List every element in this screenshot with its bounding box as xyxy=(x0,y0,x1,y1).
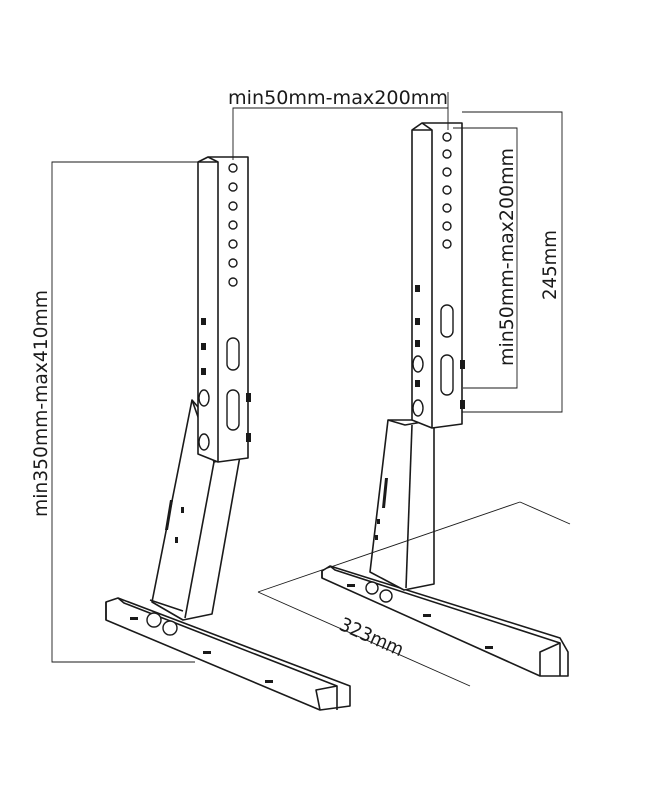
base-depth-label: 323mm xyxy=(336,613,407,661)
left-base-foot xyxy=(105,597,351,711)
bracket-hole-range-label: min50mm-max200mm xyxy=(496,148,518,366)
top-spacing-label: min50mm-max200mm xyxy=(228,87,448,109)
upright-slot xyxy=(440,354,454,396)
dimension-lines xyxy=(51,92,571,687)
column-slot xyxy=(165,500,173,530)
upright-slot xyxy=(440,304,454,338)
knob xyxy=(198,389,210,407)
bracket-height-label: 245mm xyxy=(539,230,561,300)
column-slot xyxy=(382,478,388,508)
right-upright-holes xyxy=(442,132,452,249)
base-hole xyxy=(379,589,393,603)
total-height-label: min350mm-max410mm xyxy=(30,290,52,517)
base-slot xyxy=(423,614,431,617)
base-hole xyxy=(146,612,162,628)
knob xyxy=(412,355,424,373)
left-upright-bracket xyxy=(197,156,249,463)
column-slot xyxy=(377,519,380,524)
right-column xyxy=(369,419,435,591)
left-stand xyxy=(105,156,351,711)
base-slot xyxy=(203,651,211,654)
right-stand xyxy=(321,122,569,677)
base-slot xyxy=(485,646,493,649)
upright-slot xyxy=(226,389,240,431)
column-slot xyxy=(375,535,378,540)
base-hole xyxy=(162,620,178,636)
base-slot xyxy=(265,680,273,683)
knob xyxy=(198,433,210,451)
knob xyxy=(412,399,424,417)
base-hole xyxy=(365,581,379,595)
base-slot xyxy=(130,617,138,620)
base-slot xyxy=(347,584,355,587)
left-upright-holes xyxy=(228,163,238,287)
upright-slot xyxy=(226,337,240,371)
